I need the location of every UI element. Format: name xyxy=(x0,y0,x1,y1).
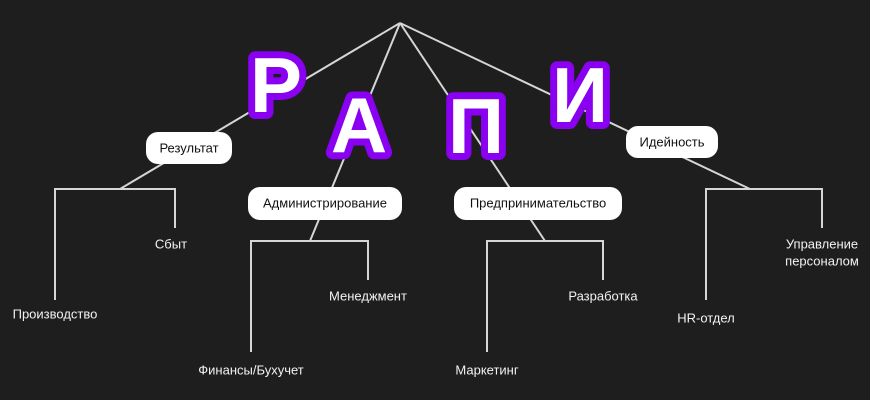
branch-label: Предпринимательство xyxy=(470,196,606,211)
branch-label: Идейность xyxy=(639,135,704,150)
branch-administration: Администрирование xyxy=(248,187,402,220)
leaf-hr: HR-отдел xyxy=(677,311,735,326)
branch-entrepreneurship: Предпринимательство xyxy=(454,187,622,220)
leaf-sales: Сбыт xyxy=(155,237,187,252)
leaf-production: Производство xyxy=(13,307,98,322)
letter-r: Р xyxy=(250,41,302,129)
leaf-marketing: Маркетинг xyxy=(455,363,518,378)
branch-ideology: Идейность xyxy=(626,126,718,158)
leaf-personnel-line1: Управление xyxy=(786,237,858,252)
branch-label: Результат xyxy=(159,141,218,156)
branch-label: Администрирование xyxy=(263,196,387,211)
leaf-finance: Финансы/Бухучет xyxy=(198,363,304,378)
leaf-personnel-line2: персоналом xyxy=(785,254,859,269)
letter-a: А xyxy=(331,81,387,169)
branch-result: Результат xyxy=(146,132,232,164)
leaf-management: Менеджмент xyxy=(329,289,407,304)
leaf-development: Разработка xyxy=(568,289,638,304)
letter-p: П xyxy=(448,82,504,170)
letter-i: И xyxy=(552,51,608,139)
